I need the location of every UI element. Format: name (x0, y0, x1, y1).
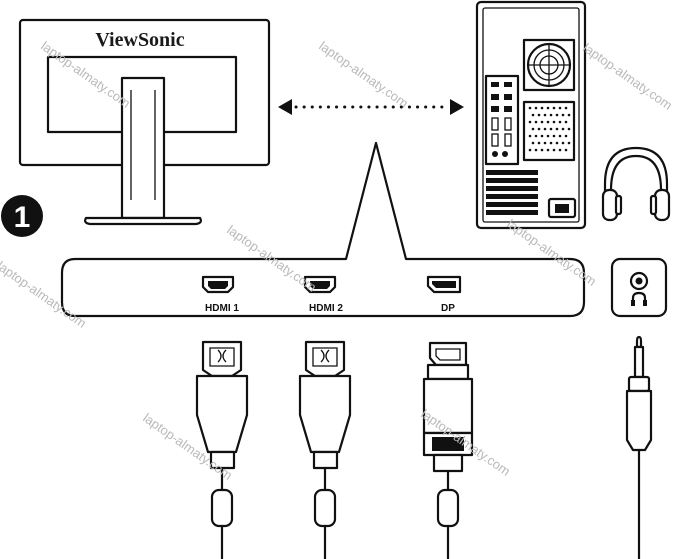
headphone-jack-icon (629, 271, 649, 306)
hdmi-port-icon (201, 275, 235, 294)
hdmi-cable-2 (298, 340, 352, 559)
computer-tower-illustration (475, 0, 587, 230)
monitor-brand-logo: ViewSonic (95, 29, 184, 51)
watermark-text: laptop-almaty.com (580, 40, 675, 113)
hdmi-cable-1 (195, 340, 249, 559)
step-badge: 1 (1, 195, 43, 237)
hdmi-port-2: HDMI 2 (303, 275, 343, 314)
watermark-text: laptop-almaty.com (316, 38, 411, 111)
displayport-cable (422, 341, 474, 559)
monitor-illustration: ViewSonic (18, 18, 271, 226)
audio-cable (625, 335, 653, 559)
step-number: 1 (14, 201, 31, 234)
audio-out-port (610, 257, 668, 318)
dp-label: DP (441, 303, 455, 314)
hdmi-port-1: HDMI 1 (201, 275, 239, 314)
monitor-io-panel (60, 141, 586, 318)
headphones-icon (601, 146, 671, 222)
displayport-port: DP (426, 275, 462, 314)
connection-arrow-icon (278, 99, 464, 115)
hdmi-1-label: HDMI 1 (205, 303, 239, 314)
hdmi-2-label: HDMI 2 (309, 303, 343, 314)
hdmi-port-icon (303, 275, 337, 294)
displayport-port-icon (426, 275, 462, 294)
